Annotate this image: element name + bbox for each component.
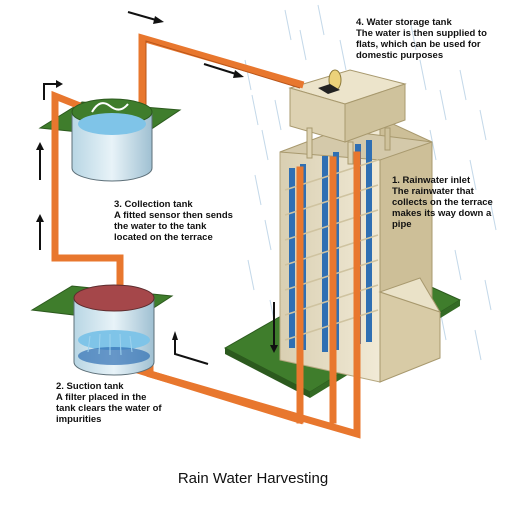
diagram-caption: Rain Water Harvesting: [177, 470, 329, 487]
label-rainwater-inlet: 1. Rainwater inlet The rainwater that co…: [392, 175, 500, 230]
label-water-storage-tank: 4. Water storage tank The water is then …: [356, 17, 506, 61]
label-collection-tank: 3. Collection tank A fitted sensor then …: [114, 199, 239, 243]
collection-tank: [71, 98, 153, 182]
label-rainwater-inlet-body: The rainwater that collects on the terra…: [392, 186, 493, 230]
label-water-storage-tank-heading: 4. Water storage tank: [356, 17, 452, 28]
label-collection-tank-body: A fitted sensor then sends the water to …: [114, 210, 233, 243]
suction-tank: [73, 284, 155, 376]
water-storage-tank: [288, 69, 407, 165]
label-rainwater-inlet-heading: 1. Rainwater inlet: [392, 175, 471, 186]
label-suction-tank-body: A filter placed in the tank clears the w…: [56, 392, 162, 425]
label-water-storage-tank-body: The water is then supplied to flats, whi…: [356, 28, 487, 61]
label-collection-tank-heading: 3. Collection tank: [114, 199, 193, 210]
label-suction-tank: 2. Suction tank A filter placed in the t…: [56, 381, 168, 425]
label-suction-tank-heading: 2. Suction tank: [56, 381, 124, 392]
flow-arrows: [36, 11, 278, 365]
